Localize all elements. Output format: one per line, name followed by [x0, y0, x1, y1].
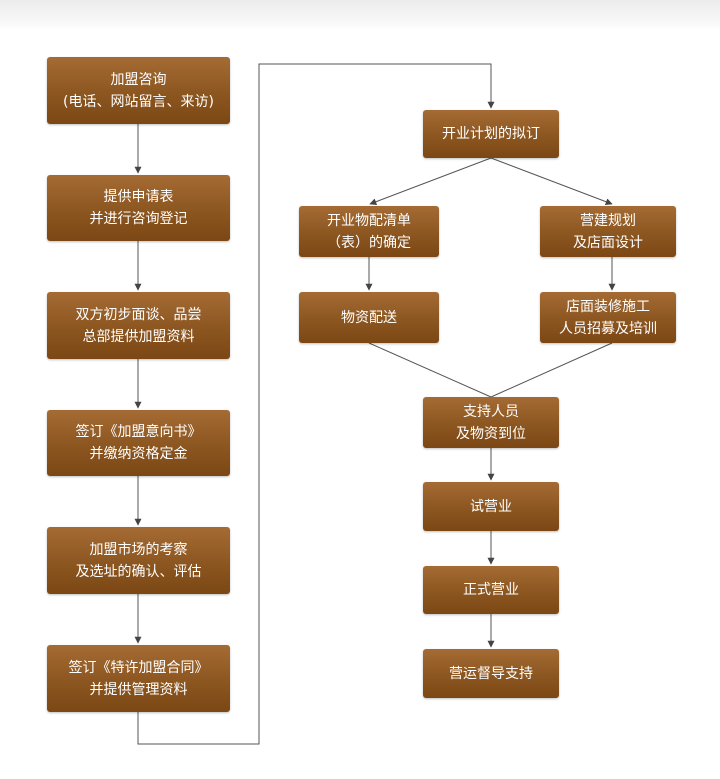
merge-decor — [490, 342, 613, 398]
step-support-line2: 及物资到位 — [456, 425, 526, 442]
step-support-line1: 支持人员 — [463, 403, 519, 420]
step-intent: 签订《加盟意向书》 并缴纳资格定金 — [47, 410, 230, 476]
merge-delivery — [368, 342, 492, 398]
step-decor: 店面装修施工 人员招募及培训 — [540, 292, 676, 343]
step-meet-line2: 总部提供加盟资料 — [82, 328, 195, 345]
arrow-plan-design — [490, 157, 613, 206]
step-intent-line2: 并缴纳资格定金 — [89, 446, 188, 462]
step-meet-line1: 双方初步面谈、品尝 — [75, 306, 202, 323]
step-survey: 加盟市场的考察 及选址的确认、评估 — [47, 527, 230, 594]
step-contract-line1: 签订《特许加盟合同》 — [68, 659, 209, 676]
step-open-line1: 正式营业 — [463, 582, 519, 598]
step-design-line2: 及店面设计 — [573, 234, 643, 251]
step-delivery-line1: 物资配送 — [341, 309, 397, 326]
step-plan: 开业计划的拟订 — [423, 110, 559, 158]
step-apply-line2: 并进行咨询登记 — [89, 211, 188, 227]
arrow-plan-materials — [369, 157, 492, 206]
step-trial-line1: 试营业 — [470, 498, 512, 515]
step-meet: 双方初步面谈、品尝 总部提供加盟资料 — [47, 292, 230, 359]
step-materials: 开业物配清单 （表）的确定 — [299, 206, 439, 257]
step-ops-line1: 营运督导支持 — [449, 665, 533, 682]
step-survey-line1: 加盟市场的考察 — [89, 541, 188, 558]
step-consult: 加盟咨询 (电话、网站留言、来访) — [47, 57, 230, 124]
step-delivery: 物资配送 — [299, 292, 439, 343]
step-trial: 试营业 — [423, 482, 559, 531]
step-open: 正式营业 — [423, 566, 559, 614]
step-plan-line1: 开业计划的拟订 — [442, 126, 540, 142]
step-decor-line2: 人员招募及培训 — [559, 320, 657, 337]
arrow-contract-plan — [137, 63, 495, 745]
step-design-line1: 营建规划 — [580, 212, 636, 229]
step-consult-line2: (电话、网站留言、来访) — [63, 93, 214, 110]
step-materials-line1: 开业物配清单 — [327, 212, 411, 229]
step-ops: 营运督导支持 — [423, 649, 559, 698]
step-apply: 提供申请表 并进行咨询登记 — [47, 175, 230, 241]
step-decor-line1: 店面装修施工 — [566, 298, 650, 315]
step-contract-line2: 并提供管理资料 — [89, 681, 188, 698]
step-survey-line2: 及选址的确认、评估 — [75, 563, 202, 580]
step-intent-line1: 签订《加盟意向书》 — [75, 424, 202, 440]
step-design: 营建规划 及店面设计 — [540, 206, 676, 257]
step-materials-line2: （表）的确定 — [327, 234, 411, 251]
step-contract: 签订《特许加盟合同》 并提供管理资料 — [47, 645, 230, 712]
step-apply-line1: 提供申请表 — [103, 189, 174, 205]
header-band — [0, 0, 720, 30]
step-support: 支持人员 及物资到位 — [423, 397, 559, 448]
step-consult-line1: 加盟咨询 — [110, 71, 167, 88]
